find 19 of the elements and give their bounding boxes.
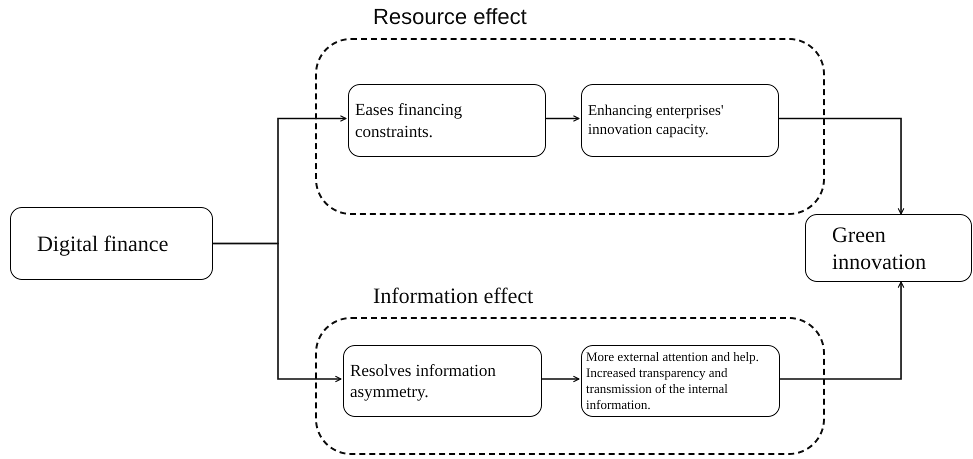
arrow: [540, 376, 580, 382]
box-label: Digital finance: [37, 230, 168, 258]
process-box: [10, 207, 213, 280]
box-label: More external attention and help. Increased transparency and transmission of the internal information.: [586, 348, 760, 414]
box-label: Green innovation: [832, 220, 928, 276]
box-label: Enhancing enterprises' innovation capacity.: [588, 102, 725, 140]
process-box: [343, 345, 542, 417]
group-heading: Information effect: [373, 283, 534, 309]
arrow: [544, 115, 580, 122]
box-label: Eases financing constraints.: [355, 99, 464, 142]
group-heading: Resource effect: [373, 4, 527, 30]
arrow: [213, 242, 342, 382]
process-box: [348, 84, 546, 157]
arrow: [778, 281, 904, 380]
process-box: [805, 214, 972, 282]
process-box: [581, 345, 780, 417]
box-label: Resolves information asymmetry.: [350, 360, 497, 402]
process-box: [581, 84, 779, 157]
arrow: [777, 118, 904, 215]
